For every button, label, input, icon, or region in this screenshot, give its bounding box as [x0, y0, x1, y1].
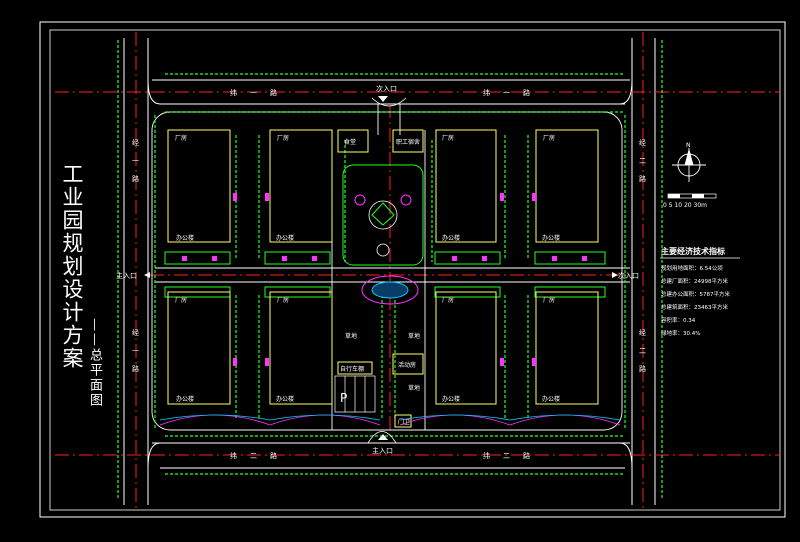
south-landscape [159, 414, 621, 426]
scale-label: 0 5 10 20 30m [663, 202, 707, 209]
entrance-north: 次入口 [376, 84, 397, 93]
road-warp1-b3: 路 [132, 364, 139, 373]
entrance-south: 主入口 [372, 446, 393, 455]
label-office-nw2: 办公楼 [276, 234, 294, 242]
road-weft1-a2: 一 [250, 89, 257, 97]
factory-sw-1 [167, 291, 231, 405]
road-warp2-a3: 路 [639, 174, 646, 183]
road-weft2-b3: 路 [523, 451, 530, 460]
label-office-ne1: 办公楼 [442, 234, 460, 242]
factory-nw-2 [269, 129, 333, 243]
scale-bar [667, 193, 717, 199]
tree-belts [117, 40, 663, 500]
dorm-building [392, 129, 424, 153]
label-factory-sw1: 厂房 [175, 296, 187, 304]
road-warp2-a1: 经 [639, 138, 646, 147]
label-guard: 门卫 [398, 418, 410, 426]
factory-nw-1 [167, 129, 231, 243]
indicators-panel: 主要经济技术指标 规划用地面积：6.54公顷 总建厂面积：24998平方米 总建… [660, 246, 740, 337]
label-factory-se1: 厂房 [442, 296, 454, 304]
gate-arcs [367, 97, 407, 444]
north-label: N [686, 142, 691, 149]
label-dorm: 职工宿舍 [396, 138, 420, 146]
road-warp2-a2: 二 [639, 157, 646, 165]
factory-labels: 厂房 厂房 厂房 厂房 厂房 厂房 厂房 厂房 办公楼 办公楼 办公楼 办公楼 … [175, 134, 560, 426]
label-canteen: 食堂 [344, 138, 356, 146]
north-arrow-icon [672, 148, 706, 182]
label-office-sw1: 办公楼 [176, 395, 194, 403]
road-labels: 纬 一 路 纬 一 路 纬 二 路 纬 二 路 经 一 路 经 一 路 经 二 … [132, 88, 646, 460]
road-warp2-b1: 经 [639, 328, 646, 337]
entrance-labels: 次入口 主入口 次入口 主入口 [116, 84, 639, 455]
road-network [123, 38, 656, 505]
road-warp1-b2: 一 [132, 347, 139, 355]
label-parking: P [340, 391, 347, 405]
label-lawn-2: 草地 [408, 332, 420, 340]
road-weft2-b2: 二 [503, 452, 510, 460]
factory-se-1 [435, 291, 497, 405]
road-weft1-a1: 纬 [230, 88, 237, 97]
fountain-plaza [361, 275, 419, 305]
road-weft2-b1: 纬 [483, 451, 490, 460]
parking-lot [334, 375, 376, 413]
label-factory-sw2: 厂房 [277, 296, 289, 304]
indicator-line: 容积率：0.34 [661, 316, 696, 324]
factory-sw-2 [269, 291, 333, 405]
accent-markers [182, 193, 587, 366]
internal-roads [151, 104, 630, 431]
factory-blocks [167, 129, 599, 428]
label-office-se2: 办公楼 [542, 395, 560, 403]
road-weft1-b2: 一 [503, 89, 510, 97]
road-warp2-b3: 路 [639, 364, 646, 373]
label-office-ne2: 办公楼 [542, 234, 560, 242]
indicator-line: 总建厂面积：24998平方米 [661, 277, 728, 285]
factory-ne-2 [535, 129, 599, 243]
label-office-se1: 办公楼 [442, 395, 460, 403]
road-warp1-b1: 经 [132, 328, 139, 337]
road-warp1-a1: 经 [132, 138, 139, 147]
indicator-line: 绿地率：30.4% [661, 329, 700, 337]
road-weft1-b3: 路 [523, 88, 530, 97]
indicator-line: 总建办公面积：5787平方米 [661, 290, 730, 298]
bike-shed [337, 361, 373, 375]
indicators-heading: 主要经济技术指标 [661, 246, 725, 256]
label-bike-shed: 自行车棚 [340, 365, 364, 373]
health-building [392, 353, 424, 375]
label-factory-ne2: 厂房 [543, 134, 555, 142]
road-weft2-a3: 路 [270, 451, 277, 460]
road-weft1-b1: 纬 [483, 88, 490, 97]
label-factory-se2: 厂房 [543, 296, 555, 304]
label-office-sw2: 办公楼 [276, 395, 294, 403]
factory-ne-1 [435, 129, 497, 243]
drawing-subtitle: ——总平面图 [87, 318, 102, 408]
indicator-line: 规划用地面积：6.54公顷 [661, 264, 723, 272]
label-office-nw1: 办公楼 [176, 234, 194, 242]
factory-se-2 [535, 291, 599, 405]
label-factory-nw1: 厂房 [175, 134, 187, 142]
label-lawn-3: 草地 [408, 384, 420, 392]
label-factory-ne1: 厂房 [442, 134, 454, 142]
road-weft1-a3: 路 [270, 88, 277, 97]
road-weft2-a1: 纬 [230, 451, 237, 460]
label-lawn-1: 草地 [345, 332, 357, 340]
canteen-building [337, 129, 369, 153]
road-weft2-a2: 二 [250, 452, 257, 460]
central-garden [342, 164, 424, 266]
road-centerlines [55, 32, 780, 508]
drawing-title: 工业园规划设计方案 [60, 163, 84, 370]
indicator-line: 总建筑面积：23463平方米 [661, 303, 728, 311]
road-warp2-b2: 二 [639, 347, 646, 355]
entrance-arrows [144, 96, 618, 440]
road-warp1-a3: 路 [132, 174, 139, 183]
entrance-east: 次入口 [618, 271, 639, 280]
outer-frame [39, 21, 786, 518]
inner-frame [49, 29, 781, 511]
entrance-west: 主入口 [116, 271, 137, 280]
road-warp1-a2: 一 [132, 157, 139, 165]
label-health: 活动房 [398, 361, 416, 369]
label-factory-nw2: 厂房 [277, 134, 289, 142]
